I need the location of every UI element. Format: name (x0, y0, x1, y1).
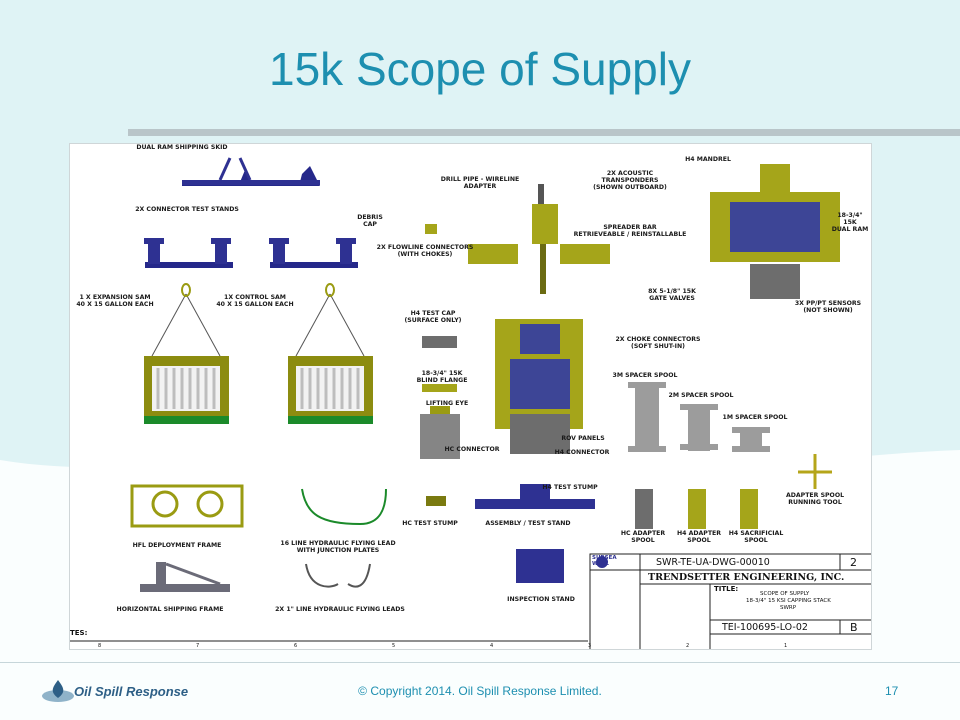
grid-letter: 4 (490, 643, 494, 649)
hc-connector-graphic (420, 336, 460, 459)
oil-spill-response-logo (42, 680, 74, 702)
slide-title: 15k Scope of Supply (269, 43, 691, 95)
title-line-1: SCOPE OF SUPPLY (760, 591, 810, 597)
label-hfl-frame: HFL DEPLOYMENT FRAME (132, 542, 222, 549)
label-h4-connector: H4 CONNECTOR (554, 449, 610, 456)
connector-test-stands-graphic (144, 238, 358, 268)
title-divider (128, 129, 960, 136)
flying-lead-graphic (301, 488, 387, 588)
label-adapter-running-tool: ADAPTER SPOOL RUNNING TOOL (785, 492, 845, 506)
label-connector-test-stands: 2X CONNECTOR TEST STANDS (135, 206, 239, 213)
label-spool-2m: 2M SPACER SPOOL (668, 392, 734, 399)
label-pp-pt-sensors: 3X PP/PT SENSORS (NOT SHOWN) (794, 300, 862, 314)
grid-letter: 1 (784, 643, 788, 649)
label-control-sam: 1X CONTROL SAM 40 X 15 GALLON EACH (216, 294, 294, 308)
revision-top: 2 (850, 556, 857, 569)
label-h4-adapter-spool: H4 ADAPTER SPOOL (676, 530, 722, 544)
title-label: TITLE: (714, 585, 739, 593)
page-number: 17 (885, 684, 899, 698)
control-sam-graphic (288, 283, 373, 424)
label-flowline-connectors: 2X FLOWLINE CONNECTORS (WITH CHOKES) (376, 244, 474, 258)
label-spool-1m: 1M SPACER SPOOL (722, 414, 788, 421)
label-assembly-test-stand: ASSEMBLY / TEST STAND (485, 520, 571, 527)
revision-bottom: B (850, 621, 858, 634)
copyright-text: © Copyright 2014. Oil Spill Response Lim… (358, 684, 602, 698)
subsea-logo (596, 556, 608, 568)
label-hc-adapter-spool: HC ADAPTER SPOOL (620, 530, 666, 544)
expansion-sam-graphic (144, 283, 229, 424)
grid-letter: 8 (98, 643, 102, 649)
drawing-number: SWR-TE-UA-DWG-00010 (656, 557, 770, 568)
grid-letter: 5 (392, 643, 396, 649)
label-inspection-stand: INSPECTION STAND (507, 596, 575, 603)
spacer-spools-graphic (628, 382, 770, 452)
label-h4-sacrificial-spool: H4 SACRIFICIAL SPOOL (728, 530, 784, 544)
label-dual-ram: 18-3/4" 15K DUAL RAM (831, 212, 869, 233)
label-h4-test-stump: H4 TEST STUMP (542, 484, 598, 491)
dual-ram-stack-graphic (710, 164, 840, 299)
label-spool-3m: 3M SPACER SPOOL (612, 372, 678, 379)
engineering-drawing: DUAL RAM SHIPPING SKID 2X CONNECTOR TEST… (69, 143, 872, 650)
dual-ram-skid-graphic (182, 157, 320, 186)
horizontal-frame-graphic (140, 562, 230, 592)
label-choke-connectors: 2X CHOKE CONNECTORS (SOFT SHUT-IN) (615, 336, 701, 350)
grid-letter: 7 (196, 643, 200, 649)
label-h4-test-cap: H4 TEST CAP (SURFACE ONLY) (404, 310, 462, 324)
label-expansion-sam: 1 X EXPANSION SAM 40 X 15 GALLON EACH (76, 294, 154, 308)
label-acoustic-transponders: 2X ACOUSTIC TRANSPONDERS (SHOWN OUTBOARD… (593, 170, 667, 191)
label-gate-valves: 8X 5-1/8" 15K GATE VALVES (648, 288, 696, 302)
footer-divider (0, 662, 960, 663)
notes-label: TES: (70, 629, 88, 637)
label-debris-cap: DEBRIS CAP (357, 214, 383, 228)
grid-letter: 2 (686, 643, 690, 649)
label-hc-test-stump: HC TEST STUMP (402, 520, 458, 527)
label-drill-pipe: DRILL PIPE - WIRELINE ADAPTER (440, 176, 520, 190)
hfl-frame-graphic (130, 484, 244, 528)
part-number: TEI-100695-LO-02 (722, 622, 808, 633)
label-lifting-eye: LIFTING EYE (425, 400, 469, 407)
title-line-2: 18-3/4" 15 KSI CAPPING STACK (746, 598, 831, 604)
title-line-3: SWRP (780, 605, 797, 611)
subsea-logo-text: SUBSEA WELL (592, 555, 617, 567)
label-spreader-bar: SPREADER BAR RETRIEVEABLE / REINSTALLABL… (573, 224, 687, 238)
label-flying-lead-16: 16 LINE HYDRAULIC FLYING LEAD WITH JUNCT… (280, 540, 396, 554)
bottom-stands-graphic (426, 484, 758, 583)
label-rov-panels: ROV PANELS (561, 435, 605, 442)
logo-text: Oil Spill Response (74, 684, 189, 699)
title-block-frame (589, 553, 871, 649)
label-hc-connector: HC CONNECTOR (444, 446, 500, 453)
running-tool-graphic (798, 454, 832, 489)
label-flying-leads-1in: 2X 1" LINE HYDRAULIC FLYING LEADS (275, 606, 405, 613)
label-h4-mandrel: H4 MANDREL (685, 156, 731, 163)
capping-stack-graphic (425, 184, 610, 454)
drawing-artwork (70, 157, 871, 649)
company-name: TRENDSETTER ENGINEERING, INC. (648, 572, 845, 583)
label-dual-ram-skid: DUAL RAM SHIPPING SKID (136, 144, 228, 151)
grid-letter: 6 (294, 643, 298, 649)
label-blind-flange: 18-3/4" 15K BLIND FLANGE (416, 370, 468, 384)
label-horizontal-frame: HORIZONTAL SHIPPING FRAME (116, 606, 224, 613)
grid-letter: 3 (588, 643, 592, 649)
